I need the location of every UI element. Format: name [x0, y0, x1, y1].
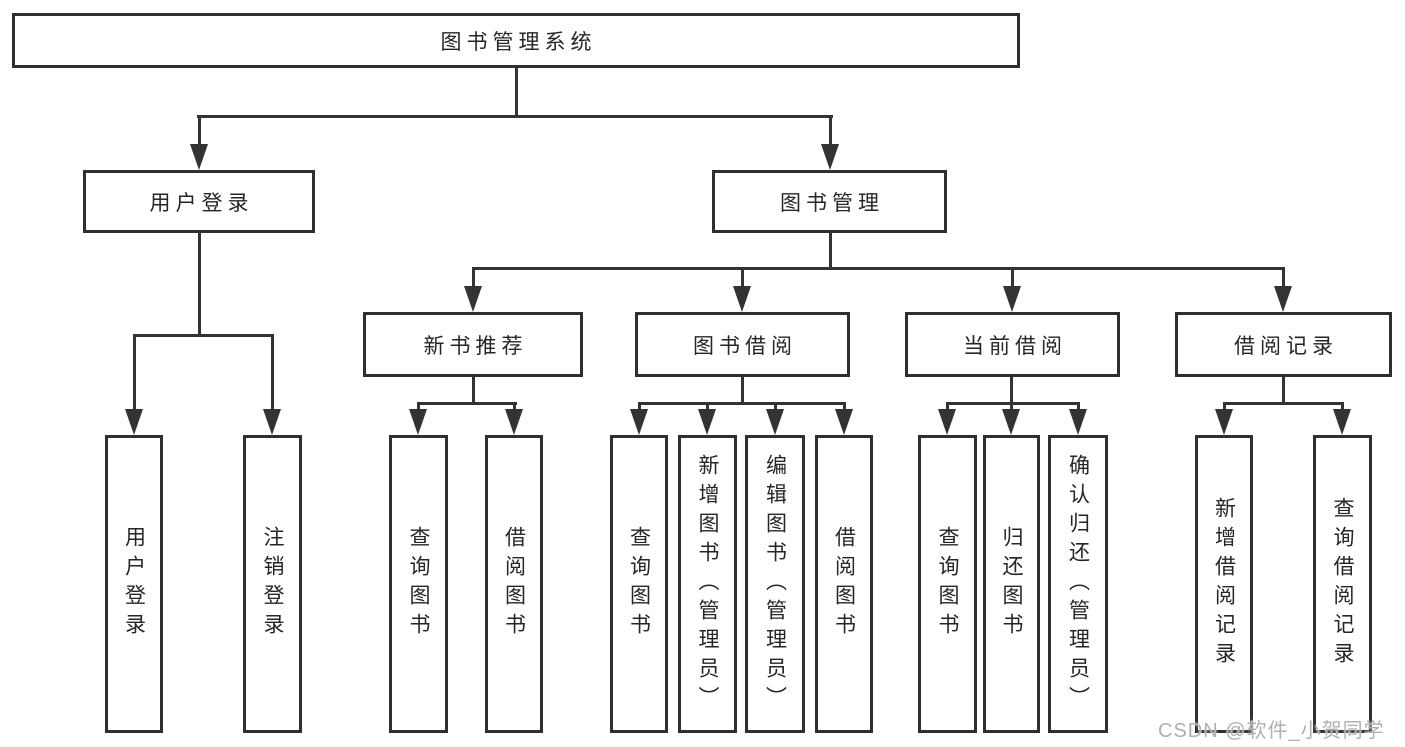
connector-line — [1010, 377, 1013, 405]
arrowhead-icon — [1003, 286, 1021, 312]
connector-line — [843, 402, 846, 412]
connector-line — [774, 402, 777, 412]
arrowhead-icon — [835, 409, 853, 435]
connector-line — [133, 334, 136, 410]
leaf-confirm-return-admin: 确认归还（管理员） — [1048, 435, 1108, 733]
connector-line — [741, 377, 744, 405]
node-borrowing-records: 借阅记录 — [1175, 312, 1392, 377]
arrowhead-icon — [1215, 409, 1233, 435]
leaf-borrow-books: 借阅图书 — [815, 435, 873, 733]
connector-line — [417, 402, 517, 405]
leaf-label: 新增借阅记录 — [1212, 497, 1236, 671]
connector-line — [741, 267, 744, 288]
arrowhead-icon — [125, 409, 143, 435]
arrowhead-icon — [1069, 409, 1087, 435]
connector-line — [197, 115, 833, 118]
connector-line — [638, 402, 846, 405]
arrowhead-icon — [190, 144, 208, 170]
node-book-borrowing: 图书借阅 — [635, 312, 850, 377]
arrowhead-icon — [464, 286, 482, 312]
arrowhead-icon — [733, 286, 751, 312]
leaf-label: 查询图书 — [627, 526, 651, 642]
connector-line — [638, 402, 641, 412]
arrowhead-icon — [1333, 409, 1351, 435]
leaf-logout-login: 注销登录 — [243, 435, 302, 733]
connector-line — [1077, 402, 1080, 412]
arrowhead-icon — [263, 409, 281, 435]
leaf-query-books: 查询图书 — [610, 435, 668, 733]
leaf-add-book-admin: 新增图书（管理员） — [678, 435, 737, 733]
connector-line — [1282, 377, 1285, 405]
leaf-label: 查询借阅记录 — [1331, 497, 1354, 671]
connector-line — [1223, 402, 1226, 412]
node-library-management-system: 图书管理系统 — [12, 13, 1020, 68]
connector-line — [1010, 402, 1013, 412]
leaf-label: 查询图书 — [936, 526, 959, 642]
leaf-label: 归还图书 — [1000, 526, 1023, 642]
connector-line — [829, 233, 832, 270]
node-label: 图书借阅 — [693, 334, 797, 358]
connector-line — [1282, 267, 1285, 288]
leaf-label: 确认归还（管理员） — [1066, 453, 1090, 715]
connector-line — [271, 334, 274, 410]
arrowhead-icon — [1274, 286, 1292, 312]
leaf-query-borrow-record: 查询借阅记录 — [1313, 435, 1372, 733]
arrowhead-icon — [630, 409, 648, 435]
leaf-return-book: 归还图书 — [983, 435, 1040, 733]
connector-line — [417, 402, 420, 412]
node-user-login: 用户登录 — [83, 170, 315, 233]
connector-line — [1223, 402, 1344, 405]
node-label: 图书管理系统 — [440, 30, 597, 54]
connector-line — [133, 334, 274, 337]
leaf-edit-book-admin: 编辑图书（管理员） — [745, 435, 805, 733]
leaf-label: 用户登录 — [122, 526, 146, 642]
leaf-label: 借阅图书 — [502, 526, 526, 642]
watermark: CSDN @软件_小贺同学 — [1158, 720, 1385, 742]
connector-line — [515, 68, 518, 118]
leaf-label: 注销登录 — [261, 526, 284, 642]
leaf-label: 查询图书 — [407, 526, 430, 642]
connector-line — [829, 115, 832, 147]
node-label: 新书推荐 — [423, 334, 528, 358]
leaf-query-books: 查询图书 — [389, 435, 448, 733]
leaf-user-login: 用户登录 — [105, 435, 163, 733]
arrowhead-icon — [938, 409, 956, 435]
arrowhead-icon — [821, 144, 839, 170]
node-new-book-recommendation: 新书推荐 — [363, 312, 583, 377]
connector-line — [513, 402, 516, 412]
arrowhead-icon — [698, 409, 716, 435]
node-label: 借阅记录 — [1234, 334, 1338, 358]
connector-line — [1341, 402, 1344, 412]
connector-line — [472, 377, 475, 405]
leaf-add-borrow-record: 新增借阅记录 — [1195, 435, 1253, 733]
connector-line — [472, 267, 1284, 270]
connector-line — [1011, 267, 1014, 288]
leaf-label: 借阅图书 — [832, 526, 856, 642]
connector-line — [946, 402, 1080, 405]
arrowhead-icon — [1002, 409, 1020, 435]
leaf-query-books: 查询图书 — [918, 435, 977, 733]
arrowhead-icon — [766, 409, 784, 435]
connector-line — [198, 115, 201, 147]
connector-line — [946, 402, 949, 412]
node-current-borrowing: 当前借阅 — [905, 312, 1120, 377]
connector-line — [198, 233, 201, 334]
leaf-label: 编辑图书（管理员） — [763, 453, 787, 715]
node-label: 用户登录 — [149, 191, 254, 215]
connector-line — [472, 267, 475, 288]
leaf-borrow-books: 借阅图书 — [485, 435, 543, 733]
node-label: 图书管理 — [780, 191, 884, 215]
arrowhead-icon — [505, 409, 523, 435]
node-label: 当前借阅 — [963, 334, 1067, 358]
arrowhead-icon — [409, 409, 427, 435]
leaf-label: 新增图书（管理员） — [696, 453, 719, 715]
connector-line — [706, 402, 709, 412]
node-book-management: 图书管理 — [712, 170, 947, 233]
